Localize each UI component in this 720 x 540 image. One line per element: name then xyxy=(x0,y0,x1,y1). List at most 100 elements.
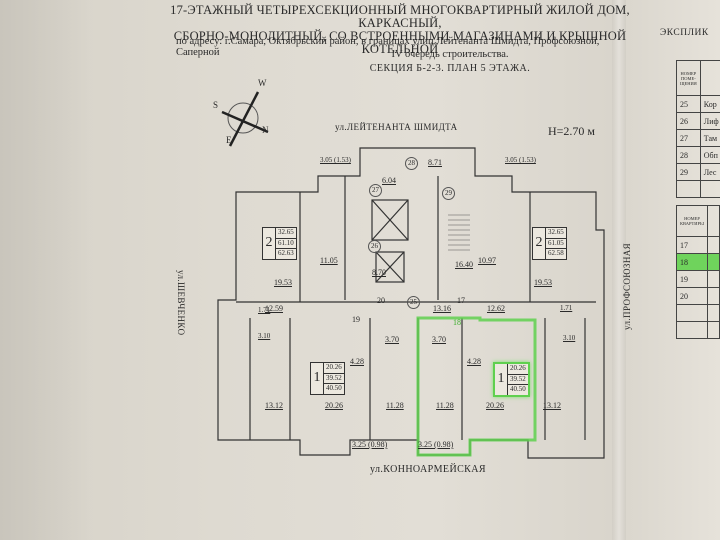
total-area: 39.52 xyxy=(508,375,528,385)
room-count: 1 xyxy=(495,364,508,395)
living-left-top-area: 19.53 xyxy=(274,278,292,287)
total-area: 61.05 xyxy=(546,239,566,249)
room-num: 26 xyxy=(676,112,701,130)
living-left-bottom-area: 13.12 xyxy=(265,401,283,410)
table-row-highlighted: 18 xyxy=(676,253,720,271)
corridor-mid-left-area: 4.28 xyxy=(350,357,364,366)
room-num: 25 xyxy=(676,95,701,113)
title-line-1: 17-ЭТАЖНЫЙ ЧЕТЫРЕХСЕКЦИОННЫЙ МНОГОКВАРТИ… xyxy=(170,3,630,30)
page-fold xyxy=(612,0,626,540)
street-top: ул.ЛЕЙТЕНАНТА ШМИДТА xyxy=(335,122,458,132)
corridor-right-top-area: 12.62 xyxy=(487,304,505,313)
page-shadow xyxy=(0,0,90,540)
kitchen-right-area: 10.97 xyxy=(478,256,496,265)
table-row: 17 xyxy=(676,236,720,254)
title-line-2: СБОРНО-МОНОЛИТНЫЙ, СО ВСТРОЕННЫМИ МАГАЗИ… xyxy=(173,29,627,56)
bath-left-area: 3.10 xyxy=(258,332,271,340)
living-right-top-area: 19.53 xyxy=(534,278,552,287)
address: по адресу: г.Самара, Октябрьский район, … xyxy=(176,36,600,58)
wc-right-area: 1.71 xyxy=(560,304,573,312)
room-num: 27 xyxy=(676,129,701,147)
apt-marker-17: 17 xyxy=(457,296,465,305)
total-area: 61.10 xyxy=(276,239,296,249)
apartment-box-20[interactable]: 1 20.26 39.52 40.50 xyxy=(310,362,345,395)
total-with-loggia: 62.63 xyxy=(278,249,294,257)
total-with-loggia: 40.50 xyxy=(510,385,526,393)
room-name: Кор xyxy=(699,95,720,113)
corridor-mid-right-area: 4.28 xyxy=(467,357,481,366)
room-marker-29: 29 xyxy=(442,187,455,200)
stair-29-area: 16.40 xyxy=(455,260,473,269)
room-marker-26: 26 xyxy=(368,240,381,253)
living-mid-left-area: 20.26 xyxy=(325,401,343,410)
room-count: 2 xyxy=(263,228,276,259)
apartment-box-18[interactable]: 1 20.26 39.52 40.50 xyxy=(493,362,530,397)
room-count: 1 xyxy=(311,363,324,394)
living-area: 20.26 xyxy=(508,364,528,375)
room-name: Там xyxy=(699,129,720,147)
compass-icon xyxy=(221,91,269,147)
apt-marker-19: 19 xyxy=(352,315,360,324)
apartment-explication-table: НОМЕР КВАРТИРЫ 17 18 19 20 xyxy=(676,205,720,339)
room-num: 28 xyxy=(676,146,701,164)
wc-left-area: 1.71 xyxy=(258,306,271,314)
table-row: 20 xyxy=(676,287,720,305)
loggia-right-area: 3.05 (1.53) xyxy=(505,156,536,164)
room-marker-27: 27 xyxy=(369,184,382,197)
bath-mid-left-area: 3.70 xyxy=(385,335,399,344)
bath-right-area: 3.10 xyxy=(563,334,576,342)
compass-n: N xyxy=(262,125,269,135)
apt-num: 19 xyxy=(676,270,708,288)
bath-mid-right-area: 3.70 xyxy=(432,335,446,344)
construction-stage: IV очередь строительства. xyxy=(391,49,509,60)
room-name: Лес xyxy=(699,163,720,181)
balcony-right-area: 3.25 (0.98) xyxy=(418,440,454,449)
living-mid-right-area: 20.26 xyxy=(486,401,504,410)
corridor-25-area: 13.16 xyxy=(433,304,451,313)
apt-num: 18 xyxy=(676,253,708,271)
ceiling-height: H=2.70 м xyxy=(548,124,596,138)
loggia-left-area: 3.05 (1.53) xyxy=(320,156,351,164)
living-area: 32.65 xyxy=(546,228,566,239)
living-area: 20.26 xyxy=(324,363,344,374)
apt-marker-18: 18 xyxy=(453,318,461,327)
kitchen-left-area: 11.05 xyxy=(320,256,338,265)
room-table-header: НОМЕР ПОМЕ-ЩЕНИЯ xyxy=(676,60,701,96)
total-area: 39.52 xyxy=(324,374,344,384)
vestibule-area: 8.71 xyxy=(428,158,442,167)
document-title: 17-ЭТАЖНЫЙ ЧЕТЫРЕХСЕКЦИОННЫЙ МНОГОКВАРТИ… xyxy=(170,4,630,56)
lift-hall-area: 6.04 xyxy=(382,176,396,185)
street-bottom: ул.КОННОАРМЕЙСКАЯ xyxy=(370,464,486,475)
total-with-loggia: 62.58 xyxy=(548,249,564,257)
kitchen-mid-right-area: 11.28 xyxy=(436,401,454,410)
living-right-bottom-area: 13.12 xyxy=(543,401,561,410)
section-title: СЕКЦИЯ Б-2-3. ПЛАН 5 ЭТАЖА. xyxy=(369,63,531,74)
balcony-left-area: 3.25 (0.98) xyxy=(352,440,388,449)
apartment-box-17[interactable]: 2 32.65 61.10 62.63 xyxy=(262,227,297,260)
room-num: 29 xyxy=(676,163,701,181)
table-row: 19 xyxy=(676,270,720,288)
compass-w: W xyxy=(258,78,267,88)
compass-e: E xyxy=(226,135,232,145)
living-area: 32.65 xyxy=(276,228,296,239)
explication-title: ЭКСПЛИК xyxy=(660,28,709,38)
apt-num: 20 xyxy=(676,287,708,305)
apartment-box-19[interactable]: 2 32.65 61.05 62.58 xyxy=(532,227,567,260)
compass-s: S xyxy=(213,100,219,110)
room-name: Лиф xyxy=(699,112,720,130)
total-with-loggia: 40.50 xyxy=(326,384,342,392)
room-marker-25: 25 xyxy=(407,296,420,309)
room-count: 2 xyxy=(533,228,546,259)
room-marker-28: 28 xyxy=(405,157,418,170)
highlight-apartment-18 xyxy=(416,316,537,457)
apt-num: 17 xyxy=(676,236,708,254)
room-name: Обп xyxy=(699,146,720,164)
kitchen-mid-left-area: 11.28 xyxy=(386,401,404,410)
